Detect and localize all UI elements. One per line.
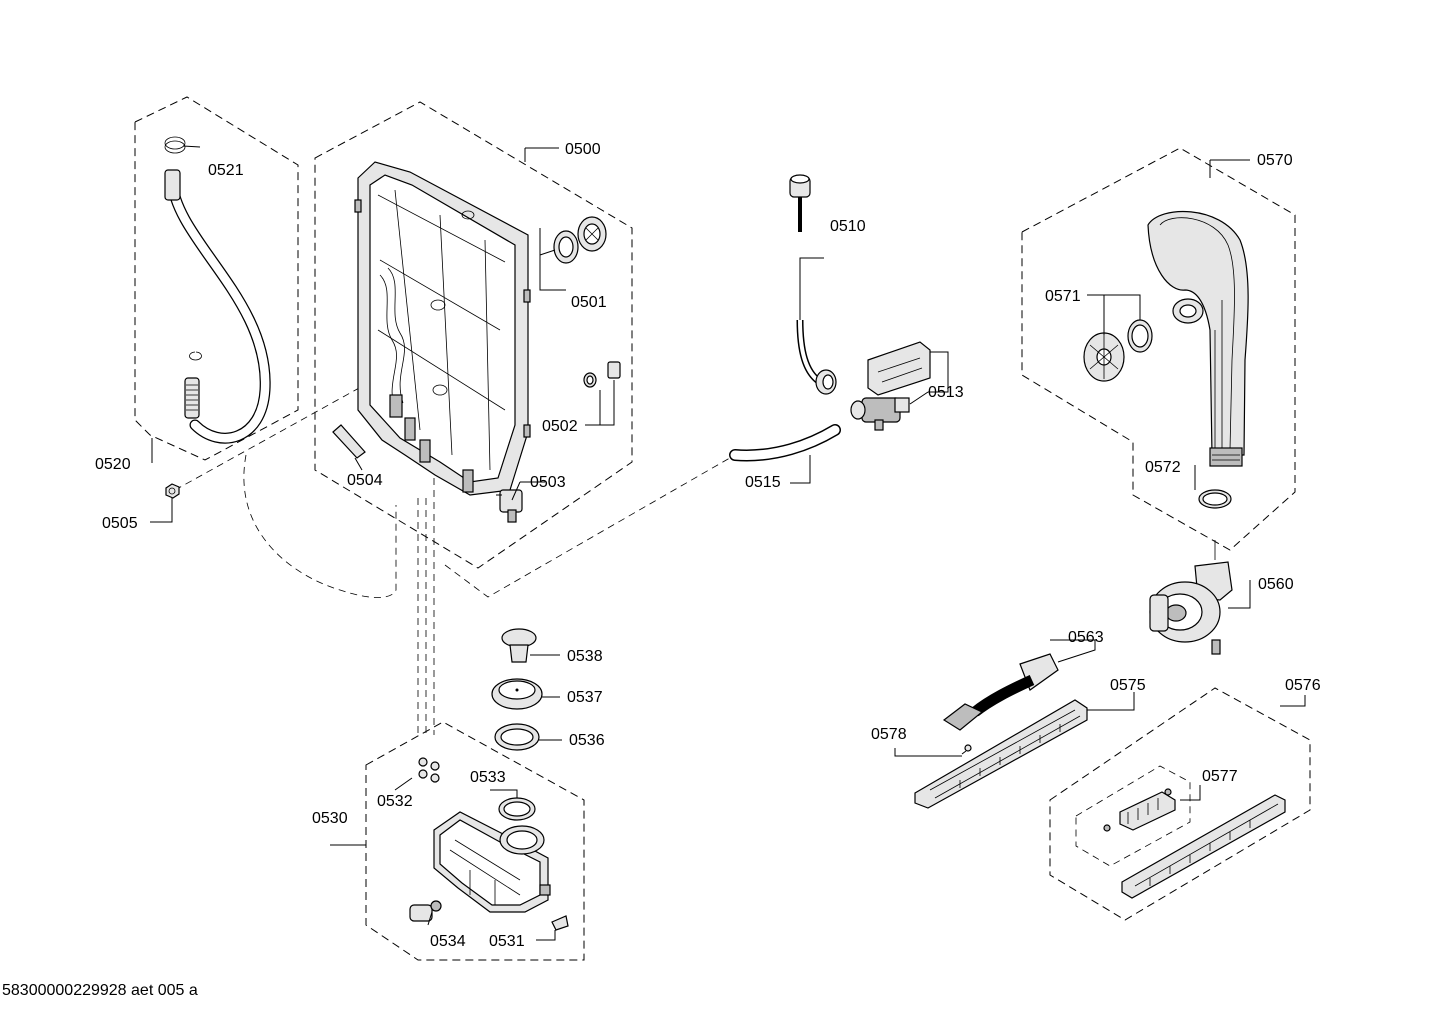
sensor-0503 bbox=[496, 489, 523, 523]
label-0505: 0505 bbox=[102, 515, 138, 532]
group-0520-boundary bbox=[134, 96, 299, 461]
label-0563: 0563 bbox=[1068, 629, 1104, 646]
label-0515: 0515 bbox=[745, 474, 781, 491]
fittings-0502 bbox=[583, 361, 621, 388]
seal-0572 bbox=[1198, 489, 1232, 509]
rail-0576 bbox=[1121, 794, 1286, 899]
group-0530-boundary bbox=[365, 721, 585, 961]
group-0577-boundary bbox=[1075, 765, 1191, 867]
label-0532: 0532 bbox=[377, 793, 413, 810]
label-0536: 0536 bbox=[569, 732, 605, 749]
label-0537: 0537 bbox=[567, 689, 603, 706]
ring-0536 bbox=[494, 723, 540, 751]
pump-0560 bbox=[1149, 540, 1233, 655]
label-0531: 0531 bbox=[489, 933, 525, 950]
caps-0532 bbox=[418, 757, 440, 783]
seal-rings-0501 bbox=[553, 216, 607, 264]
label-0576: 0576 bbox=[1285, 677, 1321, 694]
valve-0513 bbox=[850, 341, 931, 431]
label-0560: 0560 bbox=[1258, 576, 1294, 593]
label-0503: 0503 bbox=[530, 474, 566, 491]
clip-0531 bbox=[551, 915, 569, 931]
label-0571: 0571 bbox=[1045, 288, 1081, 305]
drain-hose-0520 bbox=[164, 169, 271, 444]
impeller-0571 bbox=[1083, 319, 1153, 382]
drawing-reference-number: 58300000229928 aet 005 a bbox=[2, 982, 198, 999]
dispenser-connection-lines bbox=[417, 478, 435, 735]
label-0521: 0521 bbox=[208, 162, 244, 179]
group-0570-boundary bbox=[1021, 147, 1296, 551]
nut-0505 bbox=[165, 483, 180, 499]
screw-0578 bbox=[961, 744, 972, 755]
dispenser-housing-0530 bbox=[433, 811, 551, 913]
label-0500: 0500 bbox=[565, 141, 601, 158]
cap-0537 bbox=[491, 678, 543, 710]
label-0502: 0502 bbox=[542, 418, 578, 435]
label-0577: 0577 bbox=[1202, 768, 1238, 785]
tub-side-panel-0500 bbox=[354, 161, 531, 496]
label-0501: 0501 bbox=[571, 294, 607, 311]
clip-0504 bbox=[332, 424, 366, 459]
label-0513: 0513 bbox=[928, 384, 964, 401]
label-0570: 0570 bbox=[1257, 152, 1293, 169]
label-0572: 0572 bbox=[1145, 459, 1181, 476]
leader-lines bbox=[150, 147, 1306, 941]
brackets-0577 bbox=[1103, 788, 1176, 832]
label-0520: 0520 bbox=[95, 456, 131, 473]
group-0500-boundary bbox=[314, 101, 633, 569]
label-0578: 0578 bbox=[871, 726, 907, 743]
sump-pipe-0570 bbox=[1147, 210, 1249, 467]
clamp-0521 bbox=[164, 136, 201, 154]
float-0538 bbox=[501, 628, 537, 663]
label-0575: 0575 bbox=[1110, 677, 1146, 694]
heater-0563 bbox=[942, 653, 1059, 731]
group-0576-boundary bbox=[1049, 687, 1311, 921]
inlet-hose-0510 bbox=[789, 174, 837, 395]
ring-0533 bbox=[498, 797, 536, 821]
label-0533: 0533 bbox=[470, 769, 506, 786]
label-0530: 0530 bbox=[312, 810, 348, 827]
inlet-connection-line bbox=[444, 454, 736, 598]
label-0510: 0510 bbox=[830, 218, 866, 235]
hose-0515 bbox=[729, 424, 841, 462]
label-0534: 0534 bbox=[430, 933, 466, 950]
label-0538: 0538 bbox=[567, 648, 603, 665]
rail-0575 bbox=[914, 699, 1088, 809]
label-0504: 0504 bbox=[347, 472, 383, 489]
valve-0534 bbox=[409, 900, 442, 922]
